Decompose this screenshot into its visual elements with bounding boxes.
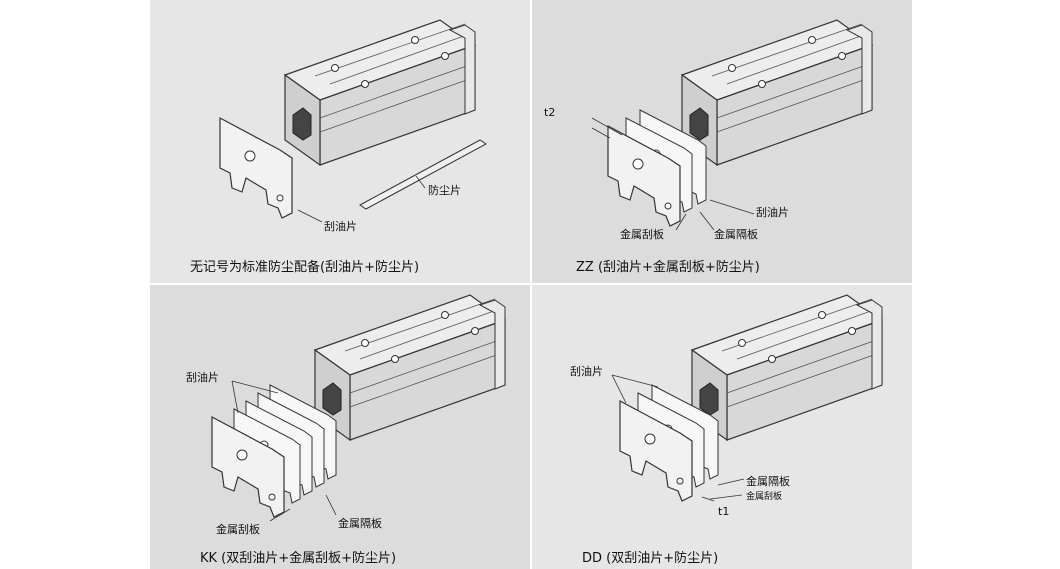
label-scraper: 刮油片	[570, 365, 603, 378]
caption-zz: ZZ (刮油片+金属刮板+防尘片)	[576, 260, 760, 275]
caption-standard: 无记号为标准防尘配备(刮油片+防尘片)	[190, 260, 420, 275]
panel-kk: 刮油片 金属刮板 金属隔板 KK (双刮油片+金属刮板+防尘片)	[150, 285, 530, 569]
label-scraper: 刮油片	[756, 206, 789, 219]
caption-kk: KK (双刮油片+金属刮板+防尘片)	[200, 551, 397, 566]
label-metal-spacer: 金属隔板	[746, 475, 790, 488]
label-scraper: 刮油片	[186, 371, 219, 384]
standard-seal-diagram	[219, 19, 487, 223]
caption-dd: DD (双刮油片+防尘片)	[582, 551, 719, 566]
label-t1: t1	[718, 505, 730, 518]
label-metal-scraper: 金属刮板	[746, 492, 783, 502]
panel-zz: t2 刮油片 金属刮板 金属隔板 ZZ (刮油片+金属刮板+防尘片)	[532, 0, 912, 283]
panel-dd: 刮油片 金属隔板 金属刮板 t1 DD (双刮油片+防尘片)	[532, 285, 912, 569]
label-metal-spacer: 金属隔板	[338, 517, 382, 530]
label-scraper: 刮油片	[324, 220, 357, 233]
label-metal-spacer: 金属隔板	[714, 228, 758, 241]
label-metal-scraper: 金属刮板	[216, 523, 260, 536]
dd-seal-diagram	[611, 294, 883, 502]
label-t2: t2	[544, 106, 556, 119]
kk-seal-diagram	[211, 294, 506, 522]
zz-seal-diagram	[591, 19, 873, 231]
label-dust-strip: 防尘片	[428, 184, 461, 197]
label-metal-scraper: 金属刮板	[620, 228, 664, 241]
panel-standard: 防尘片 刮油片 无记号为标准防尘配备(刮油片+防尘片)	[150, 0, 530, 283]
